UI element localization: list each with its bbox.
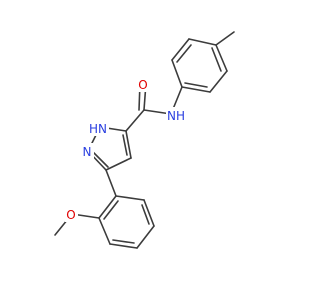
bond	[209, 70, 228, 93]
bond-layer	[54, 31, 235, 249]
bond	[171, 38, 190, 61]
bond	[112, 239, 135, 244]
bond	[215, 44, 228, 72]
pyrazole-nh-symbol: N	[98, 122, 107, 136]
svg-text:NH: NH	[167, 109, 185, 123]
atom-pyrazole-n: N	[81, 143, 94, 159]
bond	[125, 130, 132, 159]
atom-methoxy-oxygen: O	[65, 206, 78, 222]
amide-oxygen-symbol: O	[138, 78, 147, 92]
bond	[105, 169, 117, 197]
amide-nh-hydrogen: H	[176, 109, 185, 123]
pyrazole-nh-hydrogen: H	[89, 122, 98, 136]
atom-amide-nh: NH	[166, 107, 185, 123]
atom-label-layer: NH O HN N O	[65, 76, 185, 222]
bond	[105, 157, 132, 171]
bond	[211, 47, 222, 72]
svg-text:HN: HN	[89, 122, 107, 136]
atom-pyrazole-nh: HN	[87, 120, 109, 136]
atom-amide-oxygen: O	[137, 76, 149, 92]
bond	[125, 109, 145, 132]
bond	[176, 44, 192, 63]
bond	[215, 31, 235, 46]
bond	[92, 151, 109, 168]
bond	[184, 82, 208, 88]
amide-nh-symbol: N	[167, 109, 176, 123]
bond	[171, 59, 183, 88]
bond	[122, 134, 128, 156]
bond	[136, 225, 155, 249]
bond	[143, 199, 155, 227]
bond	[98, 217, 111, 245]
bond	[109, 243, 138, 249]
bond	[188, 38, 217, 46]
bond	[115, 195, 145, 201]
pyrazole-n-symbol: N	[83, 145, 92, 159]
methoxy-oxygen-symbol: O	[66, 208, 75, 222]
bond	[103, 200, 119, 220]
bond	[98, 195, 117, 219]
bond	[181, 86, 211, 93]
chemical-structure: NH O HN N O	[54, 31, 235, 249]
bond	[141, 204, 150, 225]
